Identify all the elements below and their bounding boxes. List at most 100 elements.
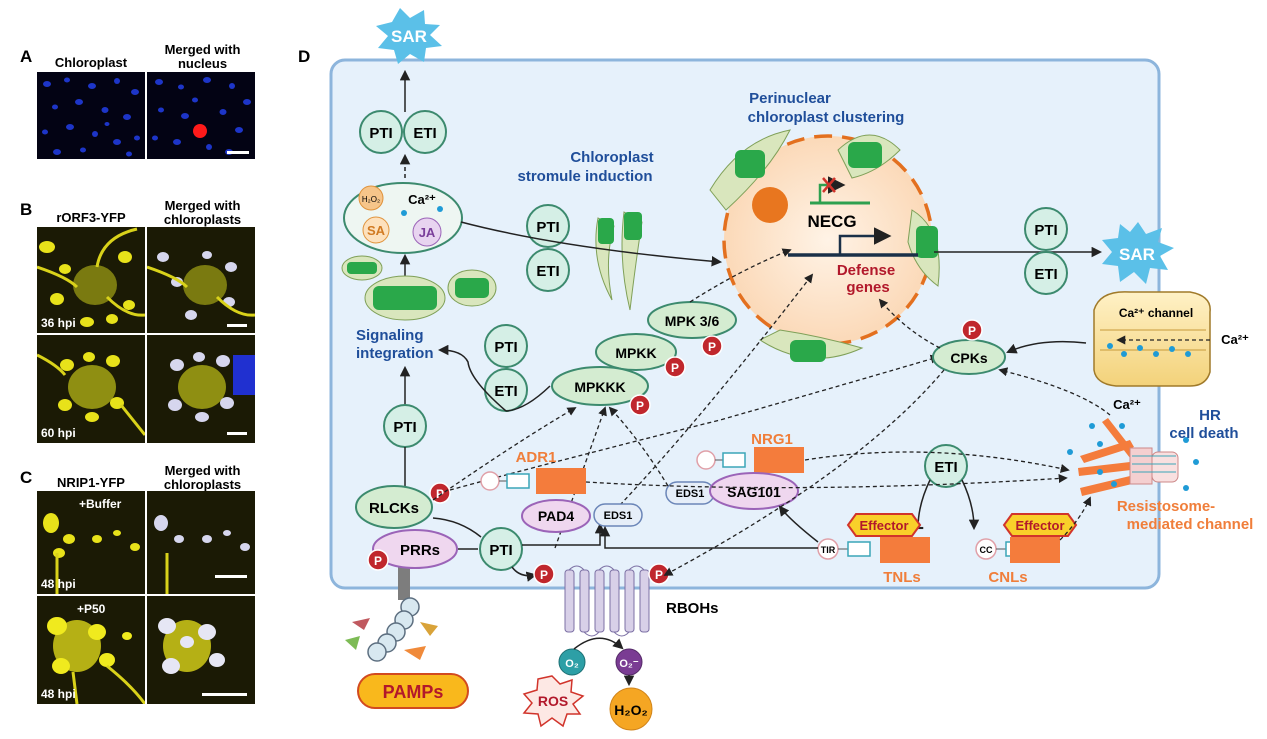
nrg1-domain bbox=[696, 450, 716, 470]
sar-burst-top: SAR bbox=[376, 8, 442, 64]
yfp-cells bbox=[37, 352, 145, 436]
sag101-node bbox=[709, 472, 799, 510]
o2-node bbox=[558, 648, 586, 676]
pamp-shape bbox=[352, 618, 370, 630]
cnls-label: CNLs bbox=[988, 569, 1027, 586]
panel-c-time-1: 48 hpi bbox=[41, 577, 76, 591]
phospho-label: P bbox=[436, 487, 444, 501]
eti-to-cnl bbox=[961, 479, 980, 531]
scale-bar bbox=[215, 575, 247, 578]
phospho-label: P bbox=[708, 340, 716, 354]
arrow-signal-to-nucleus bbox=[460, 221, 723, 267]
eti-node-mid bbox=[526, 248, 570, 292]
ros-label: ROS bbox=[538, 693, 568, 709]
rboh-channel bbox=[564, 565, 650, 637]
eti-label: ETI bbox=[1034, 266, 1057, 283]
rbohs-label: RBOHs bbox=[666, 600, 719, 617]
pamps-label: PAMPs bbox=[383, 682, 444, 702]
dash-cpks-defense bbox=[878, 298, 941, 349]
stromule-chloroplasts bbox=[595, 211, 643, 311]
mpkk-label: MPKK bbox=[615, 345, 656, 361]
pamp-shape bbox=[345, 636, 360, 650]
hr-label-1: HR bbox=[1199, 407, 1221, 424]
perinuclear-label-2: chloroplast clustering bbox=[748, 109, 905, 126]
mpk36-label: MPK 3/6 bbox=[665, 313, 720, 329]
ca-dot bbox=[401, 210, 407, 216]
panel-b-36hpi-merged-image bbox=[147, 227, 255, 333]
yfp-cells bbox=[43, 513, 140, 594]
eti-node-right bbox=[1024, 251, 1068, 295]
eti-label: ETI bbox=[934, 459, 957, 476]
eti-label: ETI bbox=[494, 383, 517, 400]
nrg1-label: NRG1 bbox=[751, 431, 793, 448]
mpkkk-label: MPKKK bbox=[574, 379, 625, 395]
ca-channel-label: Ca²⁺ channel bbox=[1119, 306, 1193, 320]
resistosome-ca-ions bbox=[1067, 423, 1199, 491]
cnl-lrr bbox=[1010, 537, 1060, 563]
panel-b-60hpi-yfp-image: 60 hpi bbox=[37, 335, 145, 443]
eds1-node-left bbox=[593, 503, 643, 527]
pad4-node bbox=[521, 499, 591, 533]
scale-bar bbox=[202, 693, 247, 696]
dash-resistosome-cpks bbox=[998, 367, 1111, 416]
pamp-shape bbox=[404, 646, 426, 660]
tnl-effector-label: Effector bbox=[859, 518, 908, 533]
scale-bar bbox=[227, 324, 247, 327]
scale-bar bbox=[227, 432, 247, 435]
ca2-label: Ca²⁺ bbox=[408, 192, 436, 207]
ca-ions bbox=[1107, 343, 1191, 357]
signaling-label-1: Signaling bbox=[356, 327, 424, 344]
cnl-effector-label: Effector bbox=[1015, 518, 1064, 533]
merged-cells bbox=[154, 515, 250, 594]
sag101-label: SAG101 bbox=[727, 484, 781, 500]
eti-label: ETI bbox=[536, 263, 559, 280]
panel-c-buffer-merged-image bbox=[147, 491, 255, 594]
panel-c-p50-merged-image bbox=[147, 596, 255, 704]
dash-adr1-resistosome bbox=[585, 473, 1068, 489]
phospho-cpks bbox=[961, 319, 983, 341]
tnls-label: TNLs bbox=[883, 569, 921, 586]
phospho-label: P bbox=[636, 399, 644, 413]
merged-cells bbox=[168, 352, 255, 422]
nrg1-lrr bbox=[754, 447, 804, 473]
panel-c-col1-caption: NRIP1-YFP bbox=[57, 475, 125, 490]
resistosome-label-2: mediated channel bbox=[1127, 516, 1254, 533]
panel-c-col2-caption: Merged with chloroplasts bbox=[163, 463, 242, 492]
panel-a-merged-image bbox=[147, 72, 255, 159]
pti-label: PTI bbox=[536, 219, 559, 236]
signaling-label-2: integration bbox=[356, 345, 434, 362]
sa-label: SA bbox=[367, 223, 386, 238]
panel-a-letter: A bbox=[20, 47, 33, 66]
sar-label-top: SAR bbox=[391, 27, 427, 46]
pti-label: PTI bbox=[393, 419, 416, 436]
stromule-label-1: Chloroplast bbox=[570, 149, 653, 166]
panel-c-letter: C bbox=[20, 468, 33, 487]
sar-burst-right: SAR bbox=[1102, 222, 1174, 284]
eds1-label: EDS1 bbox=[604, 510, 633, 522]
necg-block-x bbox=[822, 177, 836, 193]
necg-promoter bbox=[818, 176, 846, 203]
phospho-rboh-left bbox=[533, 563, 555, 585]
arrow-pti-rboh bbox=[511, 566, 538, 582]
prrs-label: PRRs bbox=[400, 542, 440, 559]
tnl-effector bbox=[846, 513, 922, 537]
resistosome-channel bbox=[1078, 418, 1179, 496]
perinuclear-chloroplasts bbox=[709, 129, 940, 362]
scale-bar bbox=[227, 151, 249, 154]
arrow-o2-superoxide bbox=[573, 637, 624, 650]
arrow-channel-cpks bbox=[1006, 340, 1087, 354]
defense-promoter bbox=[838, 227, 892, 255]
dash-rlck-mpkkk bbox=[432, 407, 577, 501]
prrs-node bbox=[372, 529, 458, 569]
dash-eds1-mpkkk bbox=[608, 406, 669, 487]
superoxide-label: O₂⁻ bbox=[619, 658, 638, 670]
panel-a-col2-caption: Merged with nucleus bbox=[164, 42, 241, 71]
yfp-cells bbox=[47, 617, 145, 704]
panel-b-letter: B bbox=[20, 200, 33, 219]
pti-node-right bbox=[1024, 207, 1068, 251]
line-cascade-eti bbox=[505, 385, 551, 412]
perinuclear-label-1: Perinuclear bbox=[749, 90, 831, 107]
tir-label: TIR bbox=[821, 545, 836, 555]
phospho-label: P bbox=[655, 568, 663, 582]
chloroplast-group-left bbox=[341, 255, 497, 321]
